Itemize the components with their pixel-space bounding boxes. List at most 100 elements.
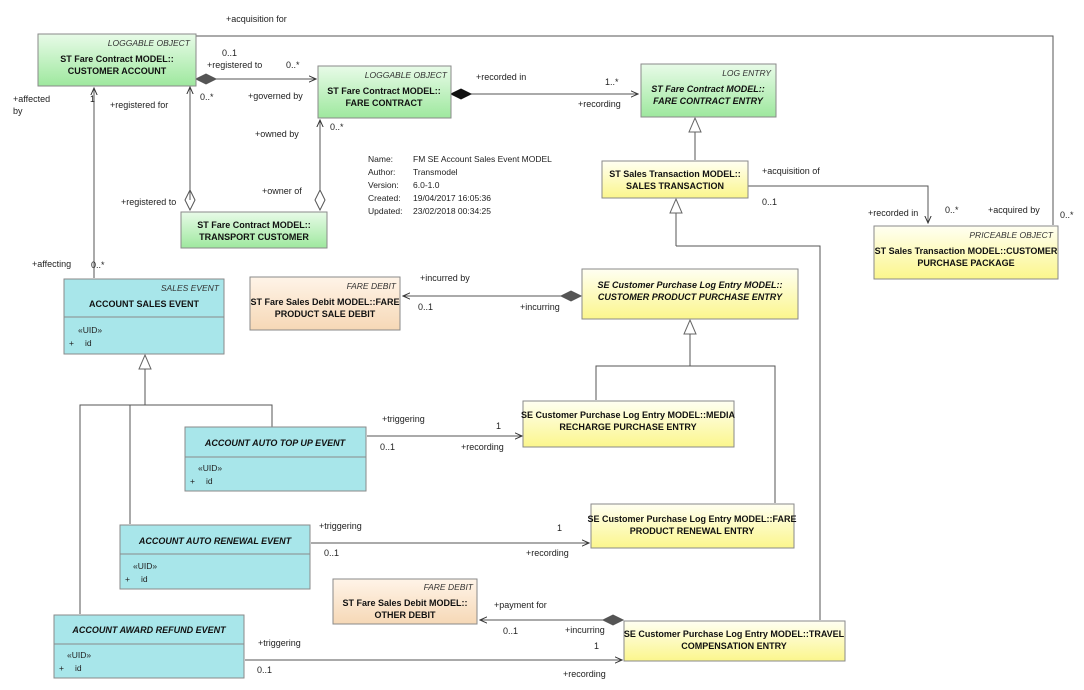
stereotype: LOGGABLE OBJECT [108, 38, 191, 48]
meta-created-label: Created: [368, 193, 401, 203]
label-registered-to: +registered to [121, 197, 176, 207]
aggregation-diamond-owner [314, 188, 326, 212]
label-ca-01: 0..1 [222, 48, 237, 58]
attr-name: id [75, 663, 82, 673]
class-customer-account[interactable]: LOGGABLE OBJECT ST Fare Contract MODEL::… [37, 33, 197, 87]
generalization-topup-ase [144, 369, 273, 427]
generalization-mre-cppe [595, 334, 691, 400]
label-payment-mult: 0..1 [503, 626, 518, 636]
class-sales-transaction[interactable]: ST Sales Transaction MODEL:: SALES TRANS… [601, 160, 749, 199]
generalization-award-ase [79, 404, 145, 614]
gen-triangle-cppe [683, 318, 697, 335]
attr-stereotype: «UID» [78, 325, 102, 335]
class-line2: FARE CONTRACT ENTRY [653, 96, 764, 106]
class-line2: TRANSPORT CUSTOMER [199, 232, 309, 242]
class-other-debit[interactable]: FARE DEBIT ST Fare Sales Debit MODEL:: O… [332, 578, 478, 625]
stereotype: LOG ENTRY [722, 68, 772, 78]
connector-labels: +acquisition for 0..* 0..1 +registered t… [13, 14, 1074, 679]
meta-version-label: Version: [368, 180, 399, 190]
label-recorded-in-2: +recorded in [868, 208, 918, 218]
stereotype: PRICEABLE OBJECT [969, 230, 1053, 240]
label-triggering-3: +triggering [258, 638, 301, 648]
gen-triangle-ase [138, 353, 152, 370]
label-incurring-2: +incurring [565, 625, 605, 635]
class-media-recharge-entry[interactable]: SE Customer Purchase Log Entry MODEL::ME… [521, 400, 736, 448]
label-rec-in-mult: 1..* [605, 77, 619, 87]
label-reg-to-mult: 0..* [286, 60, 300, 70]
class-line1: ST Fare Contract MODEL:: [197, 220, 311, 230]
class-customer-product-purchase-entry[interactable]: SE Customer Purchase Log Entry MODEL:: C… [581, 268, 799, 320]
attr-visibility: + [69, 338, 74, 348]
class-travel-compensation-entry[interactable]: SE Customer Purchase Log Entry MODEL::TR… [623, 620, 846, 662]
class-fare-contract-entry[interactable]: LOG ENTRY ST Fare Contract MODEL:: FARE … [640, 63, 777, 118]
label-acq-for-mult: 0..* [1060, 210, 1074, 220]
label-recording: +recording [578, 99, 621, 109]
label-acquisition-of: +acquisition of [762, 166, 820, 176]
label-recording-2: +recording [526, 548, 569, 558]
class-line1: SE Customer Purchase Log Entry MODEL::FA… [587, 514, 796, 524]
composition-diamond-ca [194, 73, 218, 85]
label-affecting: +affecting [32, 259, 71, 269]
class-account-award-refund-event[interactable]: ACCOUNT AWARD REFUND EVENT «UID» + id [53, 614, 245, 679]
generalization-fpre-cppe [690, 365, 776, 503]
gen-triangle-st [669, 197, 683, 214]
class-line2: CUSTOMER PRODUCT PURCHASE ENTRY [598, 292, 783, 302]
label-payment-for: +payment for [494, 600, 547, 610]
attr-visibility: + [190, 476, 195, 486]
label-trig1-01: 0..1 [380, 442, 395, 452]
class-line1: ST Fare Contract MODEL:: [651, 84, 765, 94]
class-line2: RECHARGE PURCHASE ENTRY [559, 422, 696, 432]
class-line2: SALES TRANSACTION [626, 181, 724, 191]
label-incurred-by: +incurred by [420, 273, 470, 283]
label-trig2-one: 1 [557, 523, 562, 533]
attr-name: id [85, 338, 92, 348]
label-recording-1: +recording [461, 442, 504, 452]
class-line2: FARE CONTRACT [346, 98, 423, 108]
label-recorded-in: +recorded in [476, 72, 526, 82]
label-affected-one: 1 [90, 94, 95, 104]
class-product-sale-debit[interactable]: FARE DEBIT ST Fare Sales Debit MODEL::FA… [249, 276, 401, 331]
class-customer-purchase-package[interactable]: PRICEABLE OBJECT ST Sales Transaction MO… [873, 225, 1059, 280]
composition-diamond-fc [449, 88, 473, 100]
class-line1: ST Sales Transaction MODEL:: [609, 169, 741, 179]
composition-diamond-tce [601, 614, 625, 626]
label-acquired-by: +acquired by [988, 205, 1040, 215]
label-gov-mult: 0..* [200, 92, 214, 102]
label-owner-of: +owner of [262, 186, 302, 196]
attr-visibility: + [59, 663, 64, 673]
assoc-acquisition-for [196, 35, 1054, 225]
class-line2: PURCHASE PACKAGE [917, 258, 1014, 268]
label-trig1-one: 1 [496, 421, 501, 431]
gen-triangle-fce [688, 116, 702, 133]
class-account-auto-top-up-event[interactable]: ACCOUNT AUTO TOP UP EVENT «UID» + id [184, 426, 367, 492]
label-acq-of-mult: 0..1 [762, 197, 777, 207]
meta-updated-label: Updated: [368, 206, 403, 216]
diagram-metadata: Name: FM SE Account Sales Event MODEL Au… [368, 154, 552, 216]
class-name: ACCOUNT AUTO TOP UP EVENT [204, 438, 347, 448]
label-incurred-mult: 0..1 [418, 302, 433, 312]
class-transport-customer[interactable]: ST Fare Contract MODEL:: TRANSPORT CUSTO… [180, 211, 328, 249]
generalization-tce-st [676, 245, 821, 620]
meta-version-value: 6.0-1.0 [413, 180, 440, 190]
class-account-sales-event[interactable]: SALES EVENT ACCOUNT SALES EVENT «UID» + … [63, 278, 225, 355]
class-fare-contract[interactable]: LOGGABLE OBJECT ST Fare Contract MODEL::… [317, 65, 452, 119]
attr-stereotype: «UID» [67, 650, 91, 660]
stereotype: LOGGABLE OBJECT [365, 70, 448, 80]
class-line2: CUSTOMER ACCOUNT [68, 66, 167, 76]
label-trig3-01: 0..1 [257, 665, 272, 675]
label-owned-by: +owned by [255, 129, 299, 139]
label-trig3-one: 1 [594, 641, 599, 651]
attr-name: id [141, 574, 148, 584]
class-fare-product-renewal-entry[interactable]: SE Customer Purchase Log Entry MODEL::FA… [587, 503, 797, 549]
class-line2: COMPENSATION ENTRY [681, 641, 787, 651]
meta-name-value: FM SE Account Sales Event MODEL [413, 154, 552, 164]
class-line1: SE Customer Purchase Log Entry MODEL::TR… [624, 629, 845, 639]
meta-author-label: Author: [368, 167, 395, 177]
class-name: ACCOUNT AWARD REFUND EVENT [71, 625, 227, 635]
class-account-auto-renewal-event[interactable]: ACCOUNT AUTO RENEWAL EVENT «UID» + id [119, 524, 311, 590]
label-triggering-1: +triggering [382, 414, 425, 424]
class-line2: OTHER DEBIT [374, 610, 436, 620]
class-line2: PRODUCT SALE DEBIT [275, 309, 376, 319]
label-affected-by: +affected [13, 94, 50, 104]
class-line1: SE Customer Purchase Log Entry MODEL::ME… [521, 410, 736, 420]
